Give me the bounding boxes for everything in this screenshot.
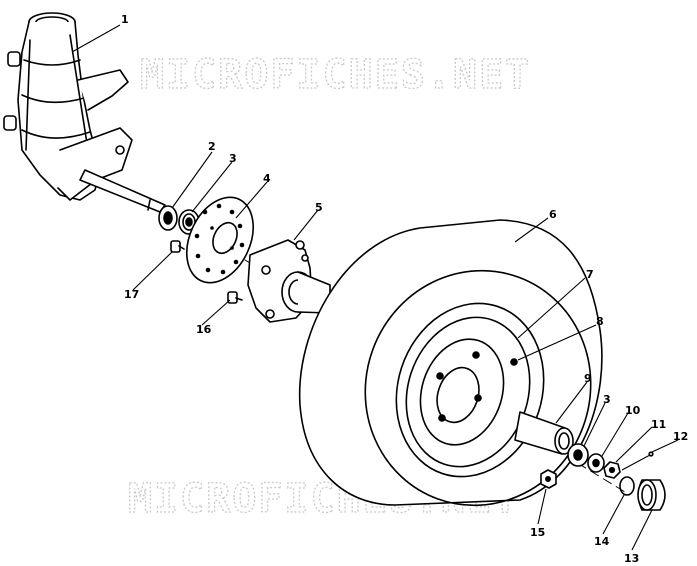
callout-3: 3: [229, 152, 237, 165]
callout-15: 15: [530, 526, 545, 539]
callout-2: 2: [208, 140, 216, 153]
callout-14: 14: [594, 535, 610, 548]
callout-6: 6: [549, 208, 557, 221]
callout-17: 17: [124, 288, 139, 301]
cotter-pin: [621, 451, 654, 471]
spindle-knuckle: [3, 12, 166, 213]
callout-16: 16: [196, 323, 212, 336]
bolt-17: [170, 240, 185, 253]
callout-4: 4: [263, 172, 271, 185]
leader-lines: [71, 24, 679, 551]
watermark-top: MICROFICHES.NET: [140, 52, 531, 98]
callout-labels: 1 2 3 4 5 6 7 8 9 3 10 11 12 13 14 15 16…: [121, 13, 688, 565]
lug-nut: [540, 469, 557, 489]
wheel-hub: [247, 239, 331, 323]
castle-nut: [603, 461, 621, 479]
callout-10: 10: [625, 404, 641, 417]
bearing-outer: [567, 443, 589, 467]
dust-cap: [637, 479, 666, 511]
tire: [298, 219, 603, 507]
callout-8: 8: [596, 315, 604, 328]
callout-11: 11: [651, 418, 666, 431]
callout-5: 5: [315, 201, 323, 214]
o-ring: [619, 476, 635, 496]
callout-1: 1: [121, 13, 129, 26]
callout-3-outer: 3: [603, 393, 611, 406]
bolt-16: [227, 291, 243, 304]
washer: [587, 453, 605, 473]
callout-12: 12: [673, 430, 688, 443]
callout-7: 7: [586, 268, 594, 281]
callout-9: 9: [584, 372, 592, 385]
seal: [158, 205, 178, 231]
spacer-tube: [514, 411, 574, 455]
callout-13: 13: [624, 552, 639, 565]
brake-disc: [186, 196, 254, 284]
